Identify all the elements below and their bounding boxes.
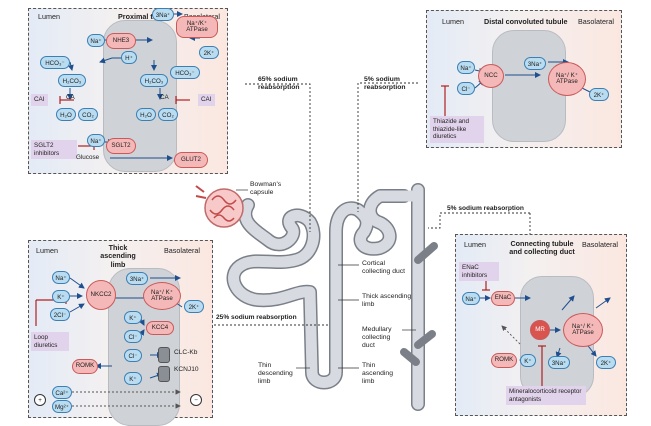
medullary-collecting-duct-label: Medullary collecting duct	[362, 326, 392, 349]
loop-na-ion: Na⁺	[52, 271, 70, 284]
collecting-2k-ion: 2K⁺	[596, 356, 616, 369]
proximal-h-ion: H⁺	[121, 51, 137, 64]
sglt2-inhibitors-drug: SGLT2 inhibitors	[31, 140, 77, 160]
nkcc2-transporter: NKCC2	[86, 280, 116, 310]
pct65-label: 65% sodium reabsorption	[258, 76, 300, 91]
glomerulus	[195, 185, 244, 228]
proximal-co2-lumen: CO₂	[78, 108, 98, 121]
enac-channel: ENaC	[491, 291, 515, 306]
pct5-collecting-label: 5% sodium reabsorption	[447, 205, 524, 212]
distal-atpase: Na⁺/ K⁺ ATPase	[548, 62, 586, 96]
proximal-h2o-cell: H₂O	[136, 108, 156, 121]
proximal-h2co3-lumen: H₂CO₃	[58, 74, 86, 87]
proximal-co2-cell: CO₂	[158, 108, 178, 121]
proximal-na-ion: Na⁺	[87, 34, 105, 47]
kcnj10-label: KCNJ10	[174, 366, 199, 373]
proximal-hco3-cell: HCO₃⁻	[170, 66, 200, 79]
mr-receptor: MR	[530, 320, 550, 340]
loop-cl-kcc4-ion: Cl⁻	[124, 330, 142, 343]
collecting-k-ion: K⁺	[520, 354, 536, 367]
proximal-2k-ion: 2K⁺	[199, 46, 219, 59]
loop-k-kcc4-ion: K⁺	[124, 311, 142, 324]
loop-3na-ion: 3Na⁺	[126, 272, 148, 285]
proximal-ca-lumen: CA	[66, 94, 75, 101]
distal-3na-ion: 3Na⁺	[524, 57, 546, 70]
pct25-label: 25% sodium reabsorption	[216, 314, 297, 321]
loop-cl-clc-ion: Cl⁻	[124, 349, 142, 362]
collecting-na-ion: Na⁺	[462, 292, 480, 305]
proximal-glucose-label: Glucose	[76, 154, 100, 161]
loop-atpase: Na⁺/ K⁺ ATPase	[143, 282, 181, 310]
proximal-hco3-lumen: HCO₃⁻	[40, 56, 70, 69]
collecting-atpase: Na⁺/ K⁺ ATPase	[563, 313, 603, 347]
enac-inhibitors-drug: ENaC inhibitors	[459, 262, 499, 282]
proximal-3na-ion: 3Na⁺	[152, 8, 174, 21]
romk-transporter-loop: ROMK	[72, 359, 98, 374]
distal-title: Distal convoluted tubule	[484, 17, 568, 26]
proximal-title: Proximal tubule	[118, 12, 172, 21]
thick-ascending-limb-label: Thick ascending limb	[362, 293, 412, 308]
kcc4-transporter: KCC4	[146, 321, 174, 335]
collecting-title: Connecting tubule and collecting duct	[509, 239, 575, 257]
loop-diuretics-drug: Loop diuretics	[31, 332, 69, 352]
cai-lumen-drug: CAI	[31, 94, 48, 106]
loop-2cl-ion: 2Cl⁻	[50, 308, 70, 321]
nhe3-transporter: NHE3	[106, 33, 136, 49]
thin-ascending-limb-label: Thin ascending limb	[362, 362, 393, 385]
collecting-basolateral-label: Basolateral	[582, 240, 618, 249]
pct5-distal-label: 5% sodium reabsorption	[364, 76, 406, 91]
collecting-3na-ion: 3Na⁺	[548, 356, 570, 369]
distal-basolateral-label: Basolateral	[578, 17, 614, 26]
collecting-lumen-label: Lumen	[464, 240, 486, 249]
proximal-ca-cell: CA	[160, 94, 169, 101]
bowman-capsule-label: Bowman's capsule	[250, 181, 282, 196]
proximal-na-ion-2: Na⁺	[87, 134, 105, 147]
loop-ca-ion: Ca²⁺	[52, 386, 72, 399]
kcnj10-channel	[158, 366, 170, 382]
loop-2k-ion: 2K⁺	[184, 300, 204, 313]
thiazide-drug: Thiazide and thiazide-like diuretics	[430, 116, 484, 143]
proximal-h2o-lumen: H₂O	[56, 108, 76, 121]
proximal-h2co3-cell: H₂CO₃	[140, 74, 168, 87]
proximal-lumen-label: Lumen	[38, 12, 60, 21]
distal-lumen-label: Lumen	[442, 17, 464, 26]
loop-basolateral-label: Basolateral	[164, 246, 200, 255]
loop-title: Thick ascending limb	[100, 243, 136, 269]
glut2-transporter: GLUT2	[174, 152, 208, 168]
clc-kb-label: CLC-Kb	[174, 349, 198, 356]
distal-2k-ion: 2K⁺	[589, 88, 609, 101]
proximal-atpase: Na⁺/K⁺ ATPase	[176, 16, 218, 38]
loop-mg-ion: Mg²⁺	[52, 400, 72, 413]
romk-transporter-collecting: ROMK	[491, 353, 517, 368]
thin-descending-limb-label: Thin descending limb	[258, 362, 293, 385]
ncc-transporter: NCC	[478, 64, 504, 88]
mra-drug: Mineralocorticoid receptor antagonists	[506, 386, 586, 406]
lumen-positive-sign: +	[34, 394, 46, 406]
distal-na-ion: Na⁺	[457, 61, 475, 74]
cortical-collecting-duct-label: Cortical collecting duct	[362, 260, 406, 275]
loop-k-kcnj-ion: K⁺	[124, 372, 142, 385]
sglt2-transporter: SGLT2	[106, 138, 136, 154]
clc-kb-channel	[158, 347, 170, 363]
distal-cl-ion: Cl⁻	[457, 82, 475, 95]
nephron-tubule	[226, 183, 438, 411]
cai-basolateral-drug: CAI	[198, 94, 215, 106]
loop-k-ion: K⁺	[52, 290, 70, 303]
basolateral-negative-sign: −	[190, 394, 202, 406]
loop-lumen-label: Lumen	[36, 246, 58, 255]
